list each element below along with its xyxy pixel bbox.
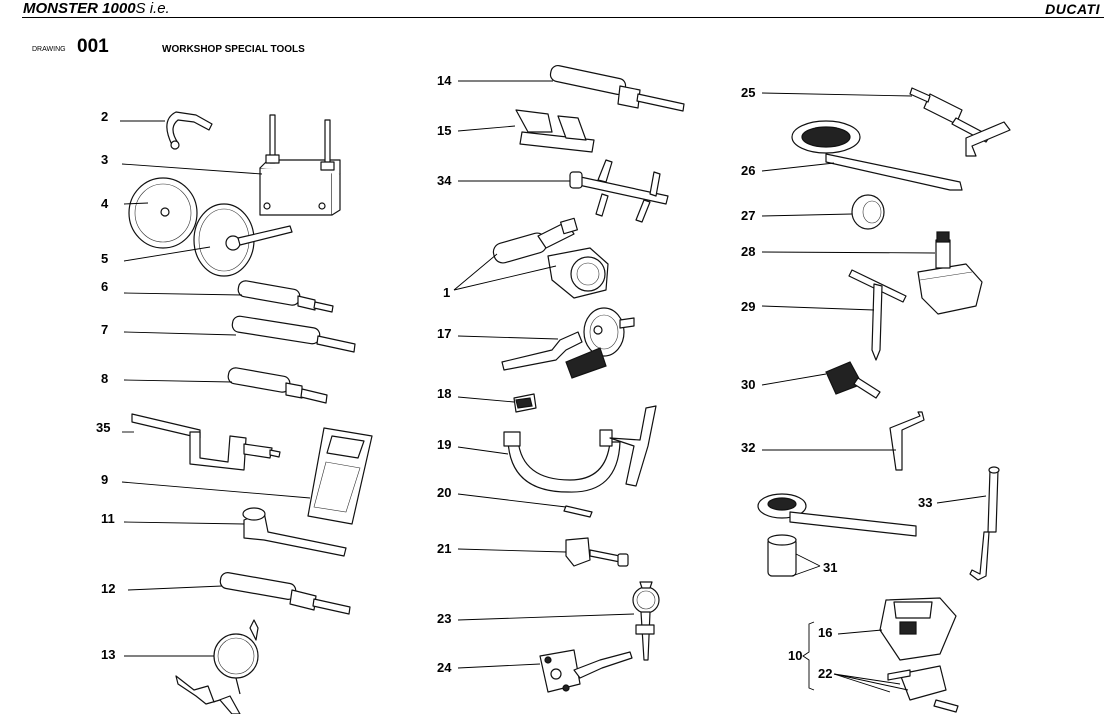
tool-17[interactable] <box>501 307 635 379</box>
tool-20[interactable] <box>563 505 593 518</box>
tool-6[interactable] <box>237 280 334 313</box>
tool-5[interactable] <box>193 203 293 277</box>
tool-23[interactable] <box>632 581 660 661</box>
callout-23: 23 <box>437 611 451 626</box>
callout-8: 8 <box>101 371 108 386</box>
callout-28: 28 <box>741 244 755 259</box>
tool-24[interactable] <box>539 649 633 693</box>
callout-14: 14 <box>437 73 452 88</box>
callout-4: 4 <box>101 196 109 211</box>
tool-26[interactable] <box>791 120 963 191</box>
tool-22[interactable] <box>887 665 959 713</box>
drawing-number: 001 <box>77 36 109 57</box>
tool-7[interactable] <box>231 315 356 353</box>
tool-31[interactable] <box>757 493 917 577</box>
model-suffix: S i.e. <box>135 0 170 17</box>
tool-2[interactable] <box>166 111 213 150</box>
callout-18: 18 <box>437 386 451 401</box>
callout-22: 22 <box>818 666 832 681</box>
tool-28[interactable] <box>917 231 983 315</box>
callout-9: 9 <box>101 472 108 487</box>
callout-1: 1 <box>443 285 450 300</box>
tool-11[interactable] <box>242 507 347 557</box>
callout-26: 26 <box>741 163 755 178</box>
callout-7: 7 <box>101 322 108 337</box>
tool-4[interactable] <box>128 177 198 249</box>
tool-1[interactable] <box>491 217 609 299</box>
tool-16[interactable] <box>879 597 957 661</box>
tool-8[interactable] <box>227 367 328 404</box>
callout-11: 11 <box>101 511 115 526</box>
tool-30[interactable] <box>825 361 881 399</box>
tool-18[interactable] <box>513 393 537 413</box>
callout-20: 20 <box>437 485 451 500</box>
callout-24: 24 <box>437 660 452 675</box>
drawing-label: DRAWING <box>32 46 66 53</box>
callout-labels: 2 3 4 5 6 7 8 35 9 11 12 13 14 15 34 1 1… <box>96 73 932 681</box>
callout-12: 12 <box>101 581 115 596</box>
leader-lines <box>120 80 987 693</box>
tool-21[interactable] <box>565 537 629 567</box>
tool-12[interactable] <box>219 572 351 615</box>
callout-31: 31 <box>823 560 837 575</box>
callout-35: 35 <box>96 420 110 435</box>
page-header: MONSTER 1000S i.e. DUCATI <box>0 0 1110 18</box>
callout-29: 29 <box>741 299 755 314</box>
tool-35[interactable] <box>131 413 281 471</box>
tool-32[interactable] <box>889 411 925 471</box>
callout-15: 15 <box>437 123 451 138</box>
tool-13[interactable] <box>175 619 259 714</box>
callout-3: 3 <box>101 152 108 167</box>
tool-14[interactable] <box>549 64 685 112</box>
brand-name: DUCATI <box>1045 1 1100 17</box>
callout-6: 6 <box>101 279 108 294</box>
tool-25[interactable] <box>909 87 1011 157</box>
callout-13: 13 <box>101 647 115 662</box>
callout-10: 10 <box>788 648 802 663</box>
tool-29[interactable] <box>848 269 907 361</box>
tool-33[interactable] <box>969 466 1000 581</box>
callout-17: 17 <box>437 326 451 341</box>
callout-30: 30 <box>741 377 755 392</box>
callout-27: 27 <box>741 208 755 223</box>
callout-2: 2 <box>101 109 108 124</box>
drawing-title: WORKSHOP SPECIAL TOOLS <box>162 44 305 55</box>
callout-16: 16 <box>818 625 832 640</box>
tool-15[interactable] <box>515 109 595 153</box>
callout-5: 5 <box>101 251 108 266</box>
callout-34: 34 <box>437 173 452 188</box>
callout-33: 33 <box>918 495 932 510</box>
callout-25: 25 <box>741 85 755 100</box>
model-name: MONSTER 1000S i.e. <box>23 0 170 17</box>
tool-9[interactable] <box>307 427 373 525</box>
callout-21: 21 <box>437 541 451 556</box>
tool-3[interactable] <box>259 114 341 216</box>
header-rule <box>22 17 1104 18</box>
callout-32: 32 <box>741 440 755 455</box>
tool-34[interactable] <box>569 159 669 223</box>
tool-27[interactable] <box>851 194 885 230</box>
callout-19: 19 <box>437 437 451 452</box>
tool-19[interactable] <box>503 405 657 493</box>
